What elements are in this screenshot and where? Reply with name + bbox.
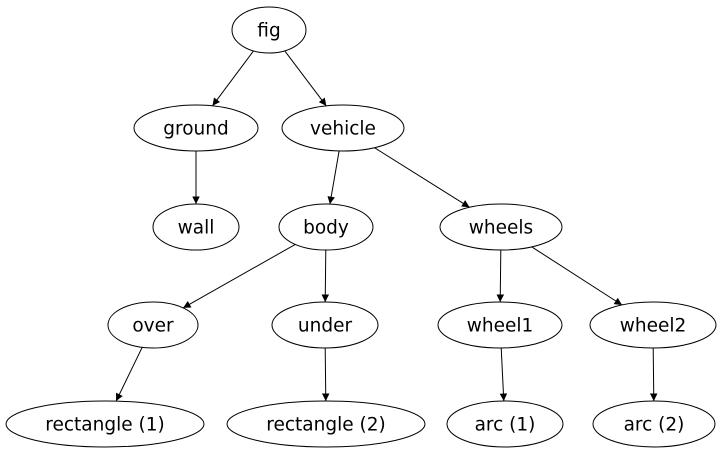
node-ellipse <box>107 301 199 349</box>
edge-under-to-rectangle-2 <box>321 347 330 402</box>
node-ellipse <box>5 400 205 448</box>
node-label: over <box>132 315 174 336</box>
edge-wheels-to-wheel2 <box>531 246 623 306</box>
node-label: rectangle (1) <box>45 414 164 435</box>
node-under: under <box>271 301 379 349</box>
node-ellipse <box>589 301 717 349</box>
node-ellipse <box>439 203 563 251</box>
node-label: wheel2 <box>620 315 687 336</box>
node-arc-2: arc (2) <box>592 400 716 448</box>
node-label: wheel1 <box>467 315 534 336</box>
node-ellipse <box>271 301 379 349</box>
edge-fig-to-ground <box>212 50 254 107</box>
node-label: arc (2) <box>624 414 685 435</box>
node-over: over <box>107 301 199 349</box>
edge-body-to-under <box>321 249 330 303</box>
node-label: rectangle (2) <box>266 414 385 435</box>
node-ellipse <box>437 301 563 349</box>
node-label: fig <box>257 20 280 41</box>
nodes-layer: fig ground vehicle wall body wheels over under w… <box>5 6 717 448</box>
edge-vehicle-to-wheels <box>374 147 470 208</box>
node-ellipse <box>226 400 426 448</box>
edge-wheel2-to-arc-2 <box>649 347 658 402</box>
node-label: wheels <box>469 217 533 238</box>
node-arc-1: arc (1) <box>446 400 564 448</box>
node-rectangle-2: rectangle (2) <box>226 400 426 448</box>
node-label: body <box>303 217 349 238</box>
node-label: arc (1) <box>475 414 536 435</box>
edge-over-to-rectangle-1 <box>115 347 143 402</box>
node-ellipse <box>278 203 374 251</box>
node-vehicle: vehicle <box>281 104 405 152</box>
node-ellipse <box>133 104 259 152</box>
node-label: under <box>298 315 353 336</box>
edge-fig-to-vehicle <box>284 50 327 107</box>
node-ground: ground <box>133 104 259 152</box>
edge-wheel1-to-arc-1 <box>499 347 508 402</box>
node-label: vehicle <box>310 118 376 139</box>
node-rectangle-1: rectangle (1) <box>5 400 205 448</box>
node-ellipse <box>446 400 564 448</box>
edge-body-to-over <box>182 243 296 309</box>
node-body: body <box>278 203 374 251</box>
node-wheels: wheels <box>439 203 563 251</box>
node-ellipse <box>152 203 240 251</box>
node-label: wall <box>178 217 215 238</box>
edge-wheels-to-wheel1 <box>496 249 505 303</box>
node-fig: fig <box>231 6 307 54</box>
node-ellipse <box>592 400 716 448</box>
edge-vehicle-to-body <box>327 150 340 205</box>
node-wheel1: wheel1 <box>437 301 563 349</box>
node-ellipse <box>281 104 405 152</box>
node-ellipse <box>231 6 307 54</box>
node-label: ground <box>163 118 228 139</box>
node-wall: wall <box>152 203 240 251</box>
node-wheel2: wheel2 <box>589 301 717 349</box>
edges-layer <box>115 50 658 402</box>
